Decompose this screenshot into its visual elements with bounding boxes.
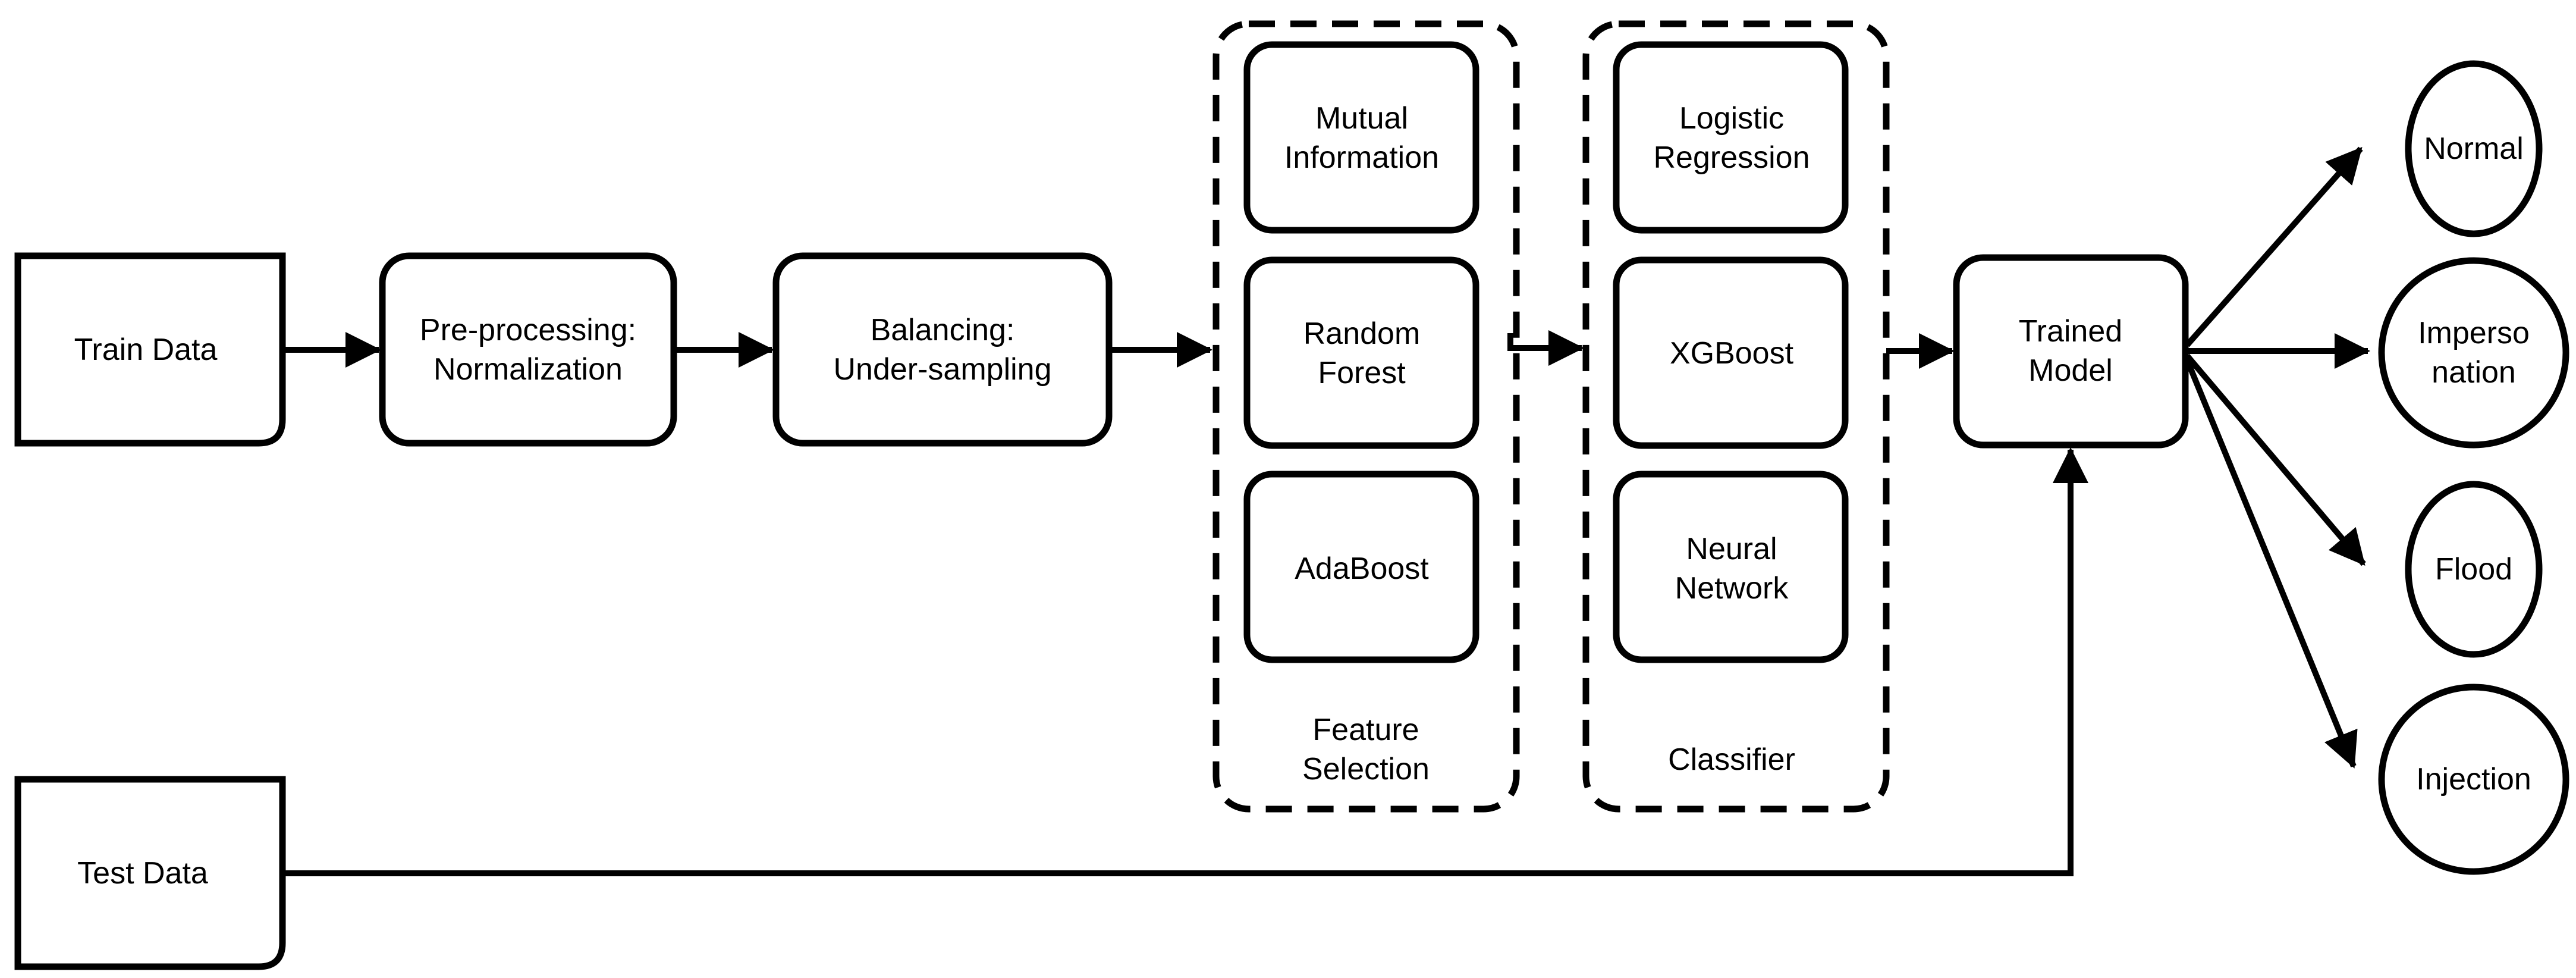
output-injection-label-line: Injection xyxy=(2416,762,2531,797)
mutual-information-box xyxy=(1243,41,1479,234)
arrow-feature-selection-to-classifier xyxy=(1507,330,1585,366)
neural-network-box xyxy=(1613,471,1849,663)
neural-network-label-line: Network xyxy=(1675,571,1789,606)
arrow-model-to-flood xyxy=(2185,353,2366,566)
feature-selection-label-line: Feature xyxy=(1312,713,1419,747)
output-impersonation-ellipse xyxy=(2378,257,2569,449)
output-impersonation-label: Imperso nation xyxy=(2418,316,2530,390)
xgboost-label-line: XGBoost xyxy=(1670,336,1794,371)
random-forest-label-line: Forest xyxy=(1318,356,1406,390)
output-flood-label-line: Flood xyxy=(2435,552,2512,587)
preprocessing-label-line: Normalization xyxy=(433,352,623,387)
adaboost-box xyxy=(1243,471,1479,663)
adaboost-label-line: AdaBoost xyxy=(1295,551,1429,586)
adaboost-label: AdaBoost xyxy=(1295,551,1429,586)
test-data-label-line: Test Data xyxy=(77,856,208,891)
balancing-label-line: Under-sampling xyxy=(833,352,1051,387)
output-flood-label: Flood xyxy=(2435,552,2512,587)
classifier-label: Classifier xyxy=(1668,742,1795,777)
test-data-box xyxy=(14,776,286,970)
test-data-label: Test Data xyxy=(77,856,208,891)
output-normal-label-line: Normal xyxy=(2424,131,2524,166)
logistic-regression-label-line: Regression xyxy=(1653,140,1810,175)
trained-model-label-line: Trained xyxy=(2019,314,2122,349)
balancing-box xyxy=(772,252,1113,447)
random-forest-box xyxy=(1243,256,1479,449)
logistic-regression-box xyxy=(1613,41,1849,234)
xgboost-box xyxy=(1613,256,1849,449)
preprocessing-label: Pre-processing: Normalization xyxy=(420,313,636,387)
output-normal-label: Normal xyxy=(2424,131,2524,166)
classifier-label-line: Classifier xyxy=(1668,742,1795,777)
trained-model-label-line: Model xyxy=(2028,353,2113,388)
output-normal-ellipse xyxy=(2405,60,2543,237)
output-impersonation-label-line: nation xyxy=(2432,355,2516,390)
preprocessing-box xyxy=(379,252,677,447)
output-injection-label: Injection xyxy=(2416,762,2531,797)
logistic-regression-label-line: Logistic xyxy=(1679,101,1784,136)
preprocessing-label-line: Pre-processing: xyxy=(420,313,636,347)
balancing-label: Balancing: Under-sampling xyxy=(833,313,1051,387)
feature-selection-label-line: Selection xyxy=(1302,752,1430,786)
arrow-model-to-normal xyxy=(2185,146,2363,347)
arrow-model-to-injection xyxy=(2184,359,2358,769)
random-forest-label-line: Random xyxy=(1303,316,1421,351)
arrow-test-to-trained-model xyxy=(284,447,2088,876)
feature-selection-group xyxy=(1212,20,1520,813)
output-impersonation-label-line: Imperso xyxy=(2418,316,2530,350)
classifier-group xyxy=(1582,20,1890,813)
neural-network-label-line: Neural xyxy=(1686,532,1777,566)
output-injection-ellipse xyxy=(2378,684,2569,875)
xgboost-label: XGBoost xyxy=(1670,336,1794,371)
mutual-information-label-line: Information xyxy=(1284,140,1439,175)
train-data-label-line: Train Data xyxy=(74,333,218,367)
balancing-label-line: Balancing: xyxy=(871,313,1015,347)
trained-model-box xyxy=(1953,254,2189,449)
train-data-label: Train Data xyxy=(74,333,218,367)
output-flood-ellipse xyxy=(2405,481,2543,658)
train-data-box xyxy=(14,252,286,447)
mutual-information-label-line: Mutual xyxy=(1315,101,1408,136)
